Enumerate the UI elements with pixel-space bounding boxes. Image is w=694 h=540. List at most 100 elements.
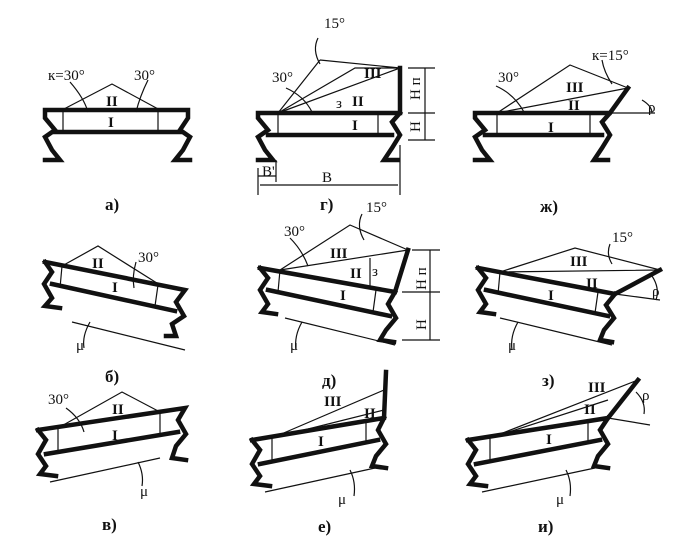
panel-zh-arc-30 — [495, 85, 525, 113]
panel-a-caption: а) — [105, 195, 119, 214]
panel-b-angle-30: 30° — [138, 250, 159, 266]
panel-v-tier-i-label: I — [112, 428, 118, 444]
panel-e: III II I μ е) — [248, 369, 389, 536]
panel-b-ground — [71, 321, 186, 351]
panel-i: III II I ρ μ и) — [464, 376, 651, 536]
panel-i-arc-mu — [565, 469, 572, 497]
panel-b-tier-i-label: I — [112, 280, 118, 296]
panel-z-arc-15 — [607, 243, 613, 265]
panel-v-tiers — [57, 391, 161, 452]
panel-zh-tier-i-label: I — [548, 120, 554, 136]
panel-d-arc-15 — [358, 213, 365, 241]
panel-d-mu-label: μ — [290, 338, 298, 354]
panel-i-tier-iii-label: III — [588, 380, 606, 396]
panel-v-frame — [35, 405, 190, 463]
panel-d-arc-mu — [295, 321, 303, 351]
panel-z-tier-i-label: I — [548, 288, 554, 304]
panel-zh-tiers — [496, 64, 655, 135]
panel-b-arc-30 — [132, 261, 137, 289]
panel-i-arc-rho — [635, 391, 645, 415]
panel-g-caption: г) — [320, 195, 333, 214]
panel-zh-tier-iii-label: III — [566, 80, 584, 96]
panel-z-rho-label: ρ — [652, 284, 660, 300]
panel-g-dims — [257, 67, 435, 195]
panel-z-left-leg — [474, 264, 497, 317]
panel-z-mu-label: μ — [508, 338, 516, 354]
panel-a: к=30° 30° II I а) — [42, 68, 193, 214]
panel-b-frame — [42, 259, 189, 339]
panel-i-deck — [473, 437, 603, 467]
panel-a-angle-right: 30° — [134, 68, 155, 84]
panel-g-tier-iii-label: III — [364, 66, 382, 82]
panel-i-right-leg — [590, 414, 612, 471]
panel-d-tier-iii-label: III — [330, 246, 348, 262]
panel-d-angle-15: 15° — [366, 200, 387, 216]
panel-v-deck — [43, 429, 181, 457]
panel-zh-arc-k — [601, 59, 613, 85]
panel-z-angle-15: 15° — [612, 230, 633, 246]
panel-zh-arc-rho — [641, 99, 653, 114]
panel-d-z-label: з — [372, 264, 378, 280]
panel-d-dims — [369, 249, 440, 341]
panel-d-angle-30: 30° — [284, 224, 305, 240]
panel-g-right-leg — [379, 109, 404, 163]
panel-z-right-leg — [596, 290, 619, 345]
panel-z-ground — [499, 317, 613, 346]
panel-zh-angle-30: 30° — [498, 70, 519, 86]
panel-b-caption: б) — [105, 367, 119, 386]
panel-zh-tier-ii-label: II — [568, 98, 580, 114]
panel-e-caption: е) — [318, 517, 331, 536]
panel-d-left-leg — [256, 264, 279, 317]
panel-z-deck — [483, 287, 611, 319]
panel-d-tier-i-label: I — [340, 288, 346, 304]
panel-a-tier-ii-label: II — [106, 94, 118, 110]
panel-g-tier-i-label: I — [352, 118, 358, 134]
panel-i-mu-label: μ — [556, 492, 564, 508]
panel-a-tier2 — [61, 83, 161, 111]
panel-v-tier-ii-label: II — [112, 402, 124, 418]
panel-b-left-leg — [40, 258, 63, 311]
panel-v: 30° II I μ в) — [34, 391, 190, 534]
panel-d-tier-ii-label: II — [350, 266, 362, 282]
panel-a-tier1 — [62, 110, 159, 132]
panel-i-ground — [481, 467, 596, 493]
panel-g-b-label: B — [322, 170, 332, 186]
panel-zh-frame — [472, 84, 632, 163]
panel-e-tier-iii-label: III — [324, 394, 342, 410]
panel-g-hn-label: H п — [408, 77, 424, 100]
panel-d-arc-30 — [289, 237, 309, 267]
panel-v-left-leg — [34, 426, 59, 479]
panel-i-tier-i-label: I — [546, 432, 552, 448]
panel-e-tier-i-label: I — [318, 434, 324, 450]
panel-e-arc-mu — [349, 469, 356, 497]
panel-i-left-leg — [464, 436, 489, 489]
panel-zh: 30° к=15° III II I ρ ж) — [472, 48, 656, 216]
panel-b-arc-mu — [83, 321, 91, 349]
panel-a-arc-left — [69, 81, 89, 113]
panel-a-angle-k: к=30° — [48, 68, 85, 84]
panel-i-tiers — [489, 379, 651, 462]
panel-zh-rho-label: ρ — [648, 100, 656, 116]
panel-v-mu-label: μ — [140, 484, 148, 500]
panel-d: 30° 15° III II з I H п H μ д) — [256, 200, 440, 390]
panel-g-angle-15: 15° — [324, 16, 345, 32]
panel-v-angle-30: 30° — [48, 392, 69, 408]
panel-a-frame — [42, 107, 193, 163]
panel-d-h-label: H — [414, 319, 430, 330]
panel-v-arc-30 — [65, 407, 85, 433]
panel-g-tiers — [277, 59, 401, 135]
panel-zh-angle-k: к=15° — [592, 48, 629, 64]
panel-a-tier-i-label: I — [108, 115, 114, 131]
panel-d-deck — [265, 287, 393, 319]
panel-b-mu-label: μ — [76, 338, 84, 354]
panel-g-frame — [255, 65, 403, 163]
panel-zh-caption: ж) — [540, 197, 558, 216]
panel-z-arc-rho — [651, 275, 658, 301]
panel-d-hn-label: H п — [414, 267, 430, 290]
panel-z-tier-iii-label: III — [570, 254, 588, 270]
panel-g: 15° 30° III з II I H п H B' B г) — [255, 16, 435, 214]
panel-g-tier-ii-label: II — [352, 94, 364, 110]
panel-g-h-label: H — [408, 121, 424, 132]
panel-b-tier-ii-label: II — [92, 256, 104, 272]
